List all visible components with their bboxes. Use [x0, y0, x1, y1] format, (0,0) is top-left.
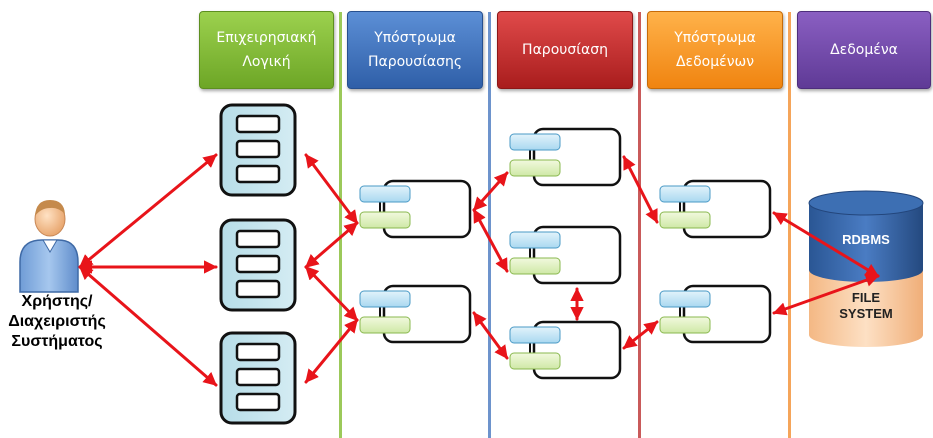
- column-header-label: Υπόστρωμα Δεδομένων: [674, 30, 756, 70]
- component-module: [509, 127, 622, 187]
- user-label-line: Χρήστης/: [21, 293, 93, 310]
- arrow-presentation-data-substrate: [622, 155, 659, 224]
- column-header-presentation-substrate: Υπόστρωμα Παρουσίασης: [347, 11, 483, 89]
- arrow-substrate-presentation: [472, 171, 509, 212]
- column-header-label: Υπόστρωμα Παρουσίασης: [367, 30, 463, 70]
- column-header-business-logic: Επιχειρησιακή Λογική: [199, 11, 334, 89]
- arrow-presentation-data-substrate: [622, 320, 659, 350]
- component-module: [509, 320, 622, 380]
- user-label-line: Συστήματος: [11, 333, 103, 350]
- arrow-data-substrate-database: [772, 211, 880, 278]
- column-header-data-substrate: Υπόστρωμα Δεδομένων: [647, 11, 783, 89]
- logic-server-stack: [219, 218, 297, 312]
- component-module: [509, 225, 622, 285]
- arrow-logic-substrate: [304, 265, 359, 322]
- arrow-data-substrate-database: [772, 273, 880, 316]
- user-icon: [19, 200, 79, 293]
- separator-line-red: [638, 12, 641, 438]
- arrow-substrate-presentation: [472, 311, 509, 360]
- column-header-data: Δεδομένα: [797, 11, 931, 89]
- database-bottom-label-line: SYSTEM: [839, 306, 893, 321]
- logic-server-stack: [219, 331, 297, 425]
- arrow-user-logic-top: [78, 153, 218, 269]
- column-header-label: Παρουσίαση: [522, 42, 608, 58]
- arrow-user-logic-bottom: [78, 265, 218, 387]
- database-top-label: RDBMS: [842, 232, 890, 247]
- user-label: Χρήστης/ Διαχειριστής Συστήματος: [2, 292, 112, 352]
- database-bottom-label: FILE SYSTEM: [816, 290, 916, 322]
- arrow-logic-substrate: [304, 221, 359, 269]
- column-header-presentation: Παρουσίαση: [497, 11, 633, 89]
- arrow-logic-substrate: [304, 153, 359, 225]
- column-header-label: Δεδομένα: [830, 42, 898, 58]
- logic-server-stack: [219, 103, 297, 197]
- arrow-logic-substrate: [304, 318, 359, 384]
- component-module: [659, 284, 772, 344]
- user-label-line: Διαχειριστής: [8, 313, 106, 330]
- component-module: [359, 284, 472, 344]
- component-module: [659, 179, 772, 239]
- connector-arrows: [78, 153, 880, 387]
- arrow-substrate-presentation: [472, 208, 509, 273]
- component-module: [359, 179, 472, 239]
- column-header-label: Επιχειρησιακή Λογική: [216, 30, 317, 70]
- database-bottom-label-line: FILE: [851, 290, 881, 305]
